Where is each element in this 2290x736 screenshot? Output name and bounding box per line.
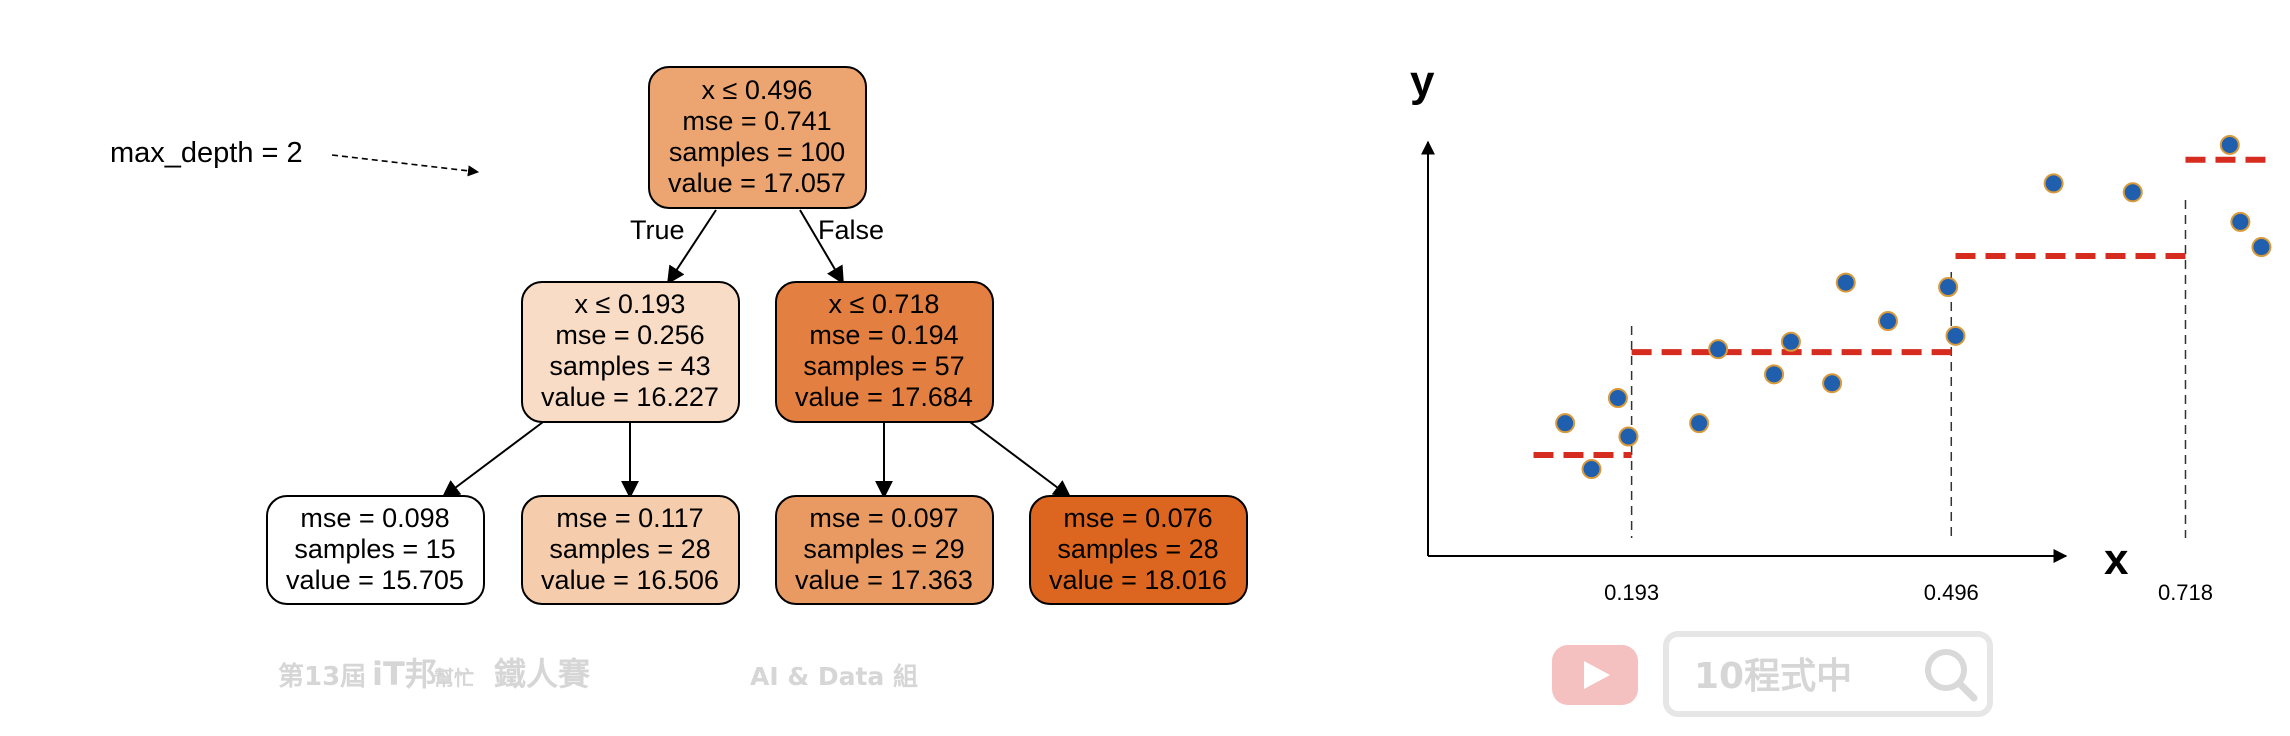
node-right-line-2: mse = 0.194: [809, 320, 958, 350]
data-point: [2219, 134, 2240, 155]
data-point: [1938, 277, 1959, 298]
edge-false-label: False: [818, 215, 884, 245]
node-rl-line-3: value = 17.363: [795, 565, 973, 595]
step-chart: y x 0.193 0.496 0.718: [1410, 57, 2272, 605]
watermark-brand: iT邦: [372, 655, 437, 693]
youtube-icon: [1552, 645, 1638, 705]
edge-root-left: [667, 209, 717, 285]
search-icon: [1925, 649, 1978, 702]
edge-left-ll: [441, 421, 544, 499]
edge-right-rr: [969, 421, 1072, 499]
node-lr-line-3: value = 16.506: [541, 565, 719, 595]
max-depth-arrow: [331, 154, 480, 177]
watermark-event-prefix: 第13屆: [278, 661, 366, 692]
watermark: 第13屆 iT邦 幫忙 鐵人賽 AI & Data 組 10程式中: [278, 631, 1993, 717]
node-left-line-4: value = 16.227: [541, 382, 719, 412]
node-box-root: [648, 66, 867, 209]
max-depth-label: max_depth = 2: [110, 137, 303, 169]
watermark-event-suffix: 鐵人賽: [494, 655, 591, 693]
data-point: [1689, 413, 1710, 434]
data-point: [2043, 173, 2064, 194]
node-box-rl: [775, 495, 994, 605]
tree-edges: [441, 209, 1072, 499]
threshold-tick-label: 0.496: [1924, 580, 1979, 605]
data-point: [1607, 388, 1628, 409]
data-point: [2230, 211, 2251, 232]
node-lr-line-2: samples = 28: [549, 534, 710, 564]
node-ll-line-3: value = 15.705: [286, 565, 464, 595]
threshold-tick-label: 0.718: [2158, 580, 2213, 605]
data-point: [1822, 373, 1843, 394]
node-left-line-3: samples = 43: [549, 351, 710, 381]
tree-leaf-ll: mse = 0.098 samples = 15 value = 15.705: [266, 495, 485, 605]
node-root-line-1: x ≤ 0.496: [702, 75, 813, 105]
node-root-line-3: samples = 100: [669, 137, 845, 167]
data-point: [1877, 311, 1898, 332]
node-right-line-4: value = 17.684: [795, 382, 973, 412]
node-left-line-2: mse = 0.256: [555, 320, 704, 350]
edge-true-label: True: [630, 215, 685, 245]
node-box-left: [521, 281, 740, 423]
data-point: [2251, 237, 2272, 258]
watermark-brand-small: 幫忙: [434, 666, 474, 690]
y-axis-label: y: [1410, 57, 1435, 106]
node-rl-line-2: samples = 29: [803, 534, 964, 564]
step-segments: [1533, 156, 2272, 458]
node-rr-line-1: mse = 0.076: [1063, 503, 1212, 533]
node-box-lr: [521, 495, 740, 605]
tree-leaf-rr: mse = 0.076 samples = 28 value = 18.016: [1029, 495, 1248, 605]
x-axis-label: x: [2104, 535, 2129, 584]
node-box-right: [775, 281, 994, 423]
node-rr-line-3: value = 18.016: [1049, 565, 1227, 595]
node-right-line-1: x ≤ 0.718: [829, 289, 940, 319]
data-point: [1708, 339, 1729, 360]
node-rr-line-2: samples = 28: [1057, 534, 1218, 564]
threshold-lines: [1630, 200, 2187, 538]
node-ll-line-1: mse = 0.098: [300, 503, 449, 533]
data-point: [1581, 459, 1602, 480]
node-root-line-2: mse = 0.741: [682, 106, 831, 136]
node-box-ll: [266, 495, 485, 605]
data-points: [1555, 134, 2272, 480]
threshold-tick-labels: 0.193 0.496 0.718: [1604, 580, 2213, 605]
node-box-rr: [1029, 495, 1248, 605]
data-point: [1764, 364, 1785, 385]
watermark-channel: 10程式中: [1694, 656, 1852, 697]
node-root-line-4: value = 17.057: [668, 168, 846, 198]
threshold-tick-label: 0.193: [1604, 580, 1659, 605]
node-rl-line-1: mse = 0.097: [809, 503, 958, 533]
node-ll-line-2: samples = 15: [294, 534, 455, 564]
data-point: [1618, 426, 1639, 447]
node-left-line-1: x ≤ 0.193: [575, 289, 686, 319]
tree-leaf-rl: mse = 0.097 samples = 29 value = 17.363: [775, 495, 994, 605]
tree-node-left: x ≤ 0.193 mse = 0.256 samples = 43 value…: [521, 281, 740, 423]
data-point: [1835, 272, 1856, 293]
watermark-track: AI & Data 組: [750, 662, 918, 691]
tree-node-right: x ≤ 0.718 mse = 0.194 samples = 57 value…: [775, 281, 994, 423]
node-right-line-3: samples = 57: [803, 351, 964, 381]
tree-node-root: x ≤ 0.496 mse = 0.741 samples = 100 valu…: [648, 66, 867, 209]
channel-search-box: 10程式中: [1663, 631, 1993, 717]
data-point: [1555, 413, 1576, 434]
node-lr-line-1: mse = 0.117: [556, 503, 703, 533]
data-point: [1945, 325, 1966, 346]
data-point: [2122, 182, 2143, 203]
edge-root-right: [799, 209, 844, 285]
tree-leaf-lr: mse = 0.117 samples = 28 value = 16.506: [521, 495, 740, 605]
data-point: [1780, 331, 1801, 352]
